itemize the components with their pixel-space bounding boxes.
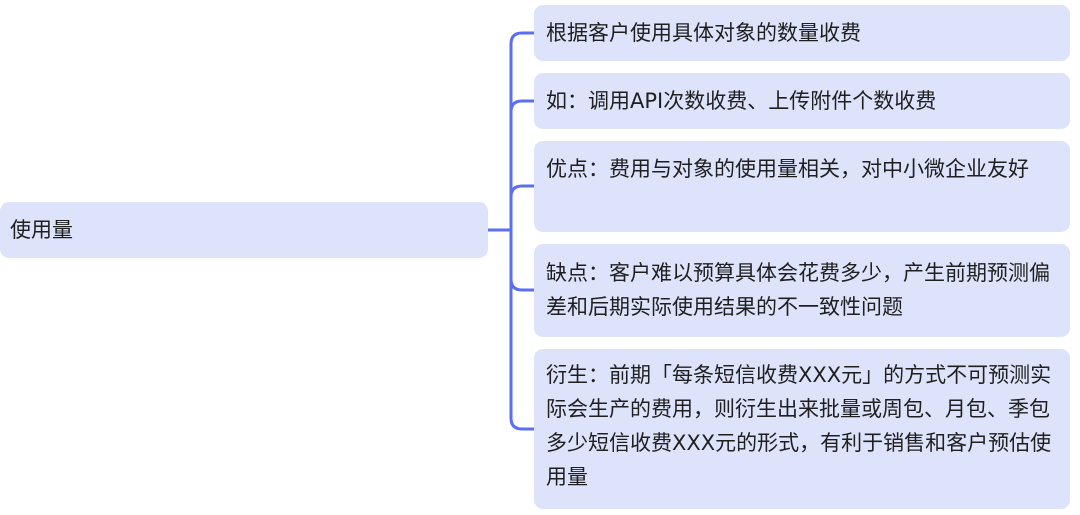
- child-node-2[interactable]: 如：调用API次数收费、上传附件个数收费: [534, 73, 1070, 129]
- connector-child-4: [509, 228, 536, 292]
- root-node-label: 使用量: [10, 218, 73, 242]
- child-node-text: 根据客户使用具体对象的数量收费: [546, 21, 861, 45]
- connector-child-5: [509, 228, 536, 431]
- connector-child-3: [509, 184, 536, 232]
- root-node[interactable]: 使用量: [0, 202, 488, 258]
- connector-child-2: [509, 99, 536, 232]
- child-node-3[interactable]: 优点：费用与对象的使用量相关，对中小微企业友好: [534, 141, 1070, 232]
- child-node-5[interactable]: 衍生：前期「每条短信收费XXX元」的方式不可预测实际会生产的费用，则衍生出来批量…: [534, 349, 1070, 509]
- child-node-text: 优点：费用与对象的使用量相关，对中小微企业友好: [546, 157, 1029, 181]
- child-node-text: 如：调用API次数收费、上传附件个数收费: [546, 89, 937, 113]
- child-node-text: 缺点：客户难以预算具体会花费多少，产生前期预测偏差和后期实际使用结果的不一致性问…: [546, 261, 1050, 319]
- connector-child-1: [509, 31, 536, 232]
- child-node-4[interactable]: 缺点：客户难以预算具体会花费多少，产生前期预测偏差和后期实际使用结果的不一致性问…: [534, 244, 1070, 337]
- child-node-1[interactable]: 根据客户使用具体对象的数量收费: [534, 5, 1070, 61]
- child-node-text: 衍生：前期「每条短信收费XXX元」的方式不可预测实际会生产的费用，则衍生出来批量…: [546, 363, 1052, 489]
